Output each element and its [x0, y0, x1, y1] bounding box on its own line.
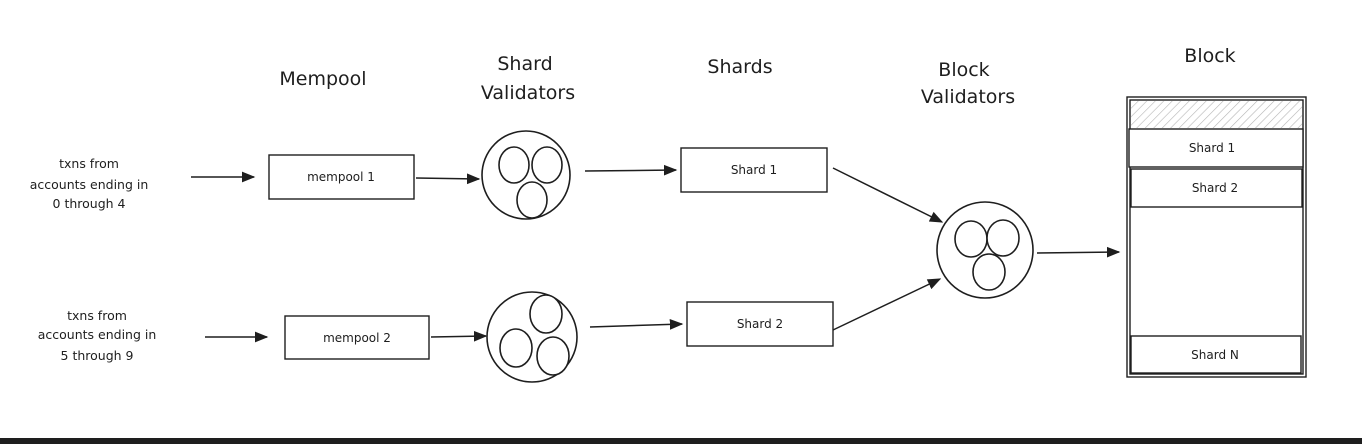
arrow-shard2-to-block-validators: [832, 278, 942, 331]
block: Shard 1 Shard 2 Shard N: [1126, 96, 1307, 378]
arrow-block-validators-to-block: [1036, 246, 1121, 258]
source-2-line1: txns from: [67, 308, 127, 323]
header-block-validators-line1: Block: [938, 59, 989, 81]
validator-node: [531, 146, 563, 184]
validator-node: [499, 328, 533, 368]
shard-1-label: Shard 1: [731, 163, 777, 177]
header-shards: Shards: [707, 56, 772, 78]
block-shard-1: Shard 1: [1128, 128, 1304, 168]
arrow-shard1-to-block-validators: [832, 167, 944, 223]
block-shard-2-label: Shard 2: [1192, 181, 1238, 195]
validator-node: [498, 146, 530, 184]
header-block-validators-line2: Validators: [921, 86, 1015, 108]
shard-1-box: Shard 1: [680, 147, 828, 193]
arrow-validators1-to-shard1: [584, 164, 678, 176]
header-mempool: Mempool: [279, 68, 366, 90]
shard-2-label: Shard 2: [737, 317, 783, 331]
block-shard-n-label: Shard N: [1191, 348, 1239, 362]
arrow-mempool2-to-validators2: [430, 330, 488, 342]
block-shard-2: Shard 2: [1130, 168, 1303, 208]
header-block: Block: [1184, 45, 1235, 67]
mempool-2-label: mempool 2: [323, 331, 391, 345]
source-2-line2: accounts ending in: [38, 327, 157, 342]
validator-node: [536, 336, 570, 376]
header-shard-validators-line2: Validators: [481, 82, 575, 104]
mempool-1-box: mempool 1: [268, 154, 415, 200]
header-shard-validators-line1: Shard: [497, 53, 552, 75]
source-1-line1: txns from: [59, 156, 119, 171]
source-1-line3: 0 through 4: [53, 196, 126, 211]
arrow-mempool1-to-validators1: [415, 173, 481, 185]
validator-node: [516, 181, 548, 219]
block-header-hatched: [1131, 101, 1302, 128]
shard-validators-1: [481, 130, 571, 220]
mempool-2-box: mempool 2: [284, 315, 430, 360]
block-shard-n: Shard N: [1130, 335, 1302, 374]
validator-node: [972, 253, 1006, 291]
validator-node: [529, 294, 563, 334]
validator-node: [986, 219, 1020, 257]
source-2-line3: 5 through 9: [61, 348, 134, 363]
shard-2-box: Shard 2: [686, 301, 834, 347]
validator-node: [954, 220, 988, 258]
mempool-1-label: mempool 1: [307, 170, 375, 184]
bottom-border: [0, 438, 1362, 444]
arrow-validators2-to-shard2: [589, 318, 684, 330]
shard-validators-2: [486, 291, 578, 383]
source-1-line2: accounts ending in: [30, 177, 149, 192]
block-shard-1-label: Shard 1: [1189, 141, 1235, 155]
block-validators: [936, 201, 1034, 299]
